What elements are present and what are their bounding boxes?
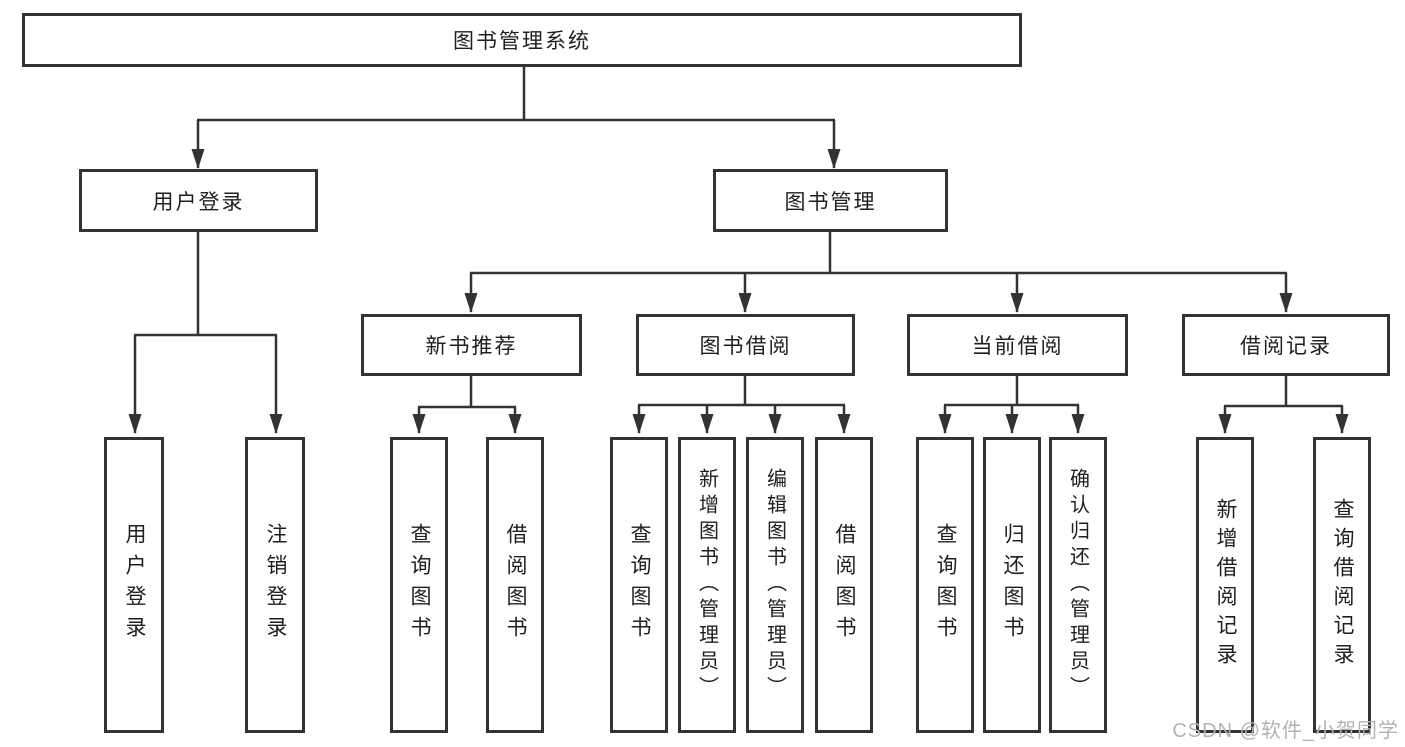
node-label: 图书借阅: [699, 335, 792, 358]
node-label: 图书管理: [784, 190, 877, 214]
leaf-label: 查询图书: [934, 523, 957, 647]
leaf-label: 查询图书: [408, 523, 431, 647]
node-book-borrow: 图书借阅: [636, 314, 855, 376]
leaf-add-book-admin: 新增图书（管理员）: [678, 437, 736, 733]
node-new-book-recommend: 新书推荐: [361, 314, 582, 376]
node-label: 图书管理系统: [453, 30, 591, 53]
leaf-label: 归还图书: [1001, 523, 1024, 647]
leaf-query-book-2: 查询图书: [610, 437, 668, 733]
leaf-add-borrow-record: 新增借阅记录: [1196, 437, 1254, 733]
leaf-label: 编辑图书（管理员）: [763, 468, 786, 702]
leaf-logout: 注销登录: [245, 437, 305, 733]
watermark: CSDN @软件_小贺同学: [1172, 720, 1399, 742]
leaf-label: 用户登录: [123, 523, 146, 647]
leaf-label: 查询图书: [628, 523, 651, 647]
node-label: 当前借阅: [971, 335, 1064, 358]
node-label: 用户登录: [152, 190, 245, 214]
leaf-borrow-book-1: 借阅图书: [486, 437, 544, 733]
leaf-edit-book-admin: 编辑图书（管理员）: [746, 437, 804, 733]
leaf-label: 借阅图书: [504, 523, 527, 647]
leaf-label: 查询借阅记录: [1331, 498, 1354, 672]
node-label: 借阅记录: [1240, 335, 1332, 358]
node-label: 新书推荐: [425, 335, 518, 358]
node-library-system: 图书管理系统: [22, 13, 1022, 67]
leaf-user-login: 用户登录: [104, 437, 164, 733]
leaf-label: 借阅图书: [833, 523, 856, 647]
leaf-query-book-1: 查询图书: [390, 437, 448, 733]
node-user-login: 用户登录: [79, 169, 318, 232]
leaf-confirm-return-admin: 确认归还（管理员）: [1049, 437, 1107, 733]
leaf-query-book-3: 查询图书: [916, 437, 974, 733]
leaf-query-borrow-record: 查询借阅记录: [1313, 437, 1371, 733]
node-book-management: 图书管理: [713, 169, 948, 232]
leaf-borrow-book-2: 借阅图书: [815, 437, 873, 733]
node-current-borrow: 当前借阅: [907, 314, 1128, 376]
leaf-label: 新增借阅记录: [1214, 498, 1237, 672]
leaf-label: 注销登录: [264, 523, 287, 647]
node-borrow-records: 借阅记录: [1182, 314, 1390, 376]
leaf-return-book: 归还图书: [983, 437, 1041, 733]
leaf-label: 确认归还（管理员）: [1066, 468, 1089, 702]
leaf-label: 新增图书（管理员）: [695, 468, 718, 702]
